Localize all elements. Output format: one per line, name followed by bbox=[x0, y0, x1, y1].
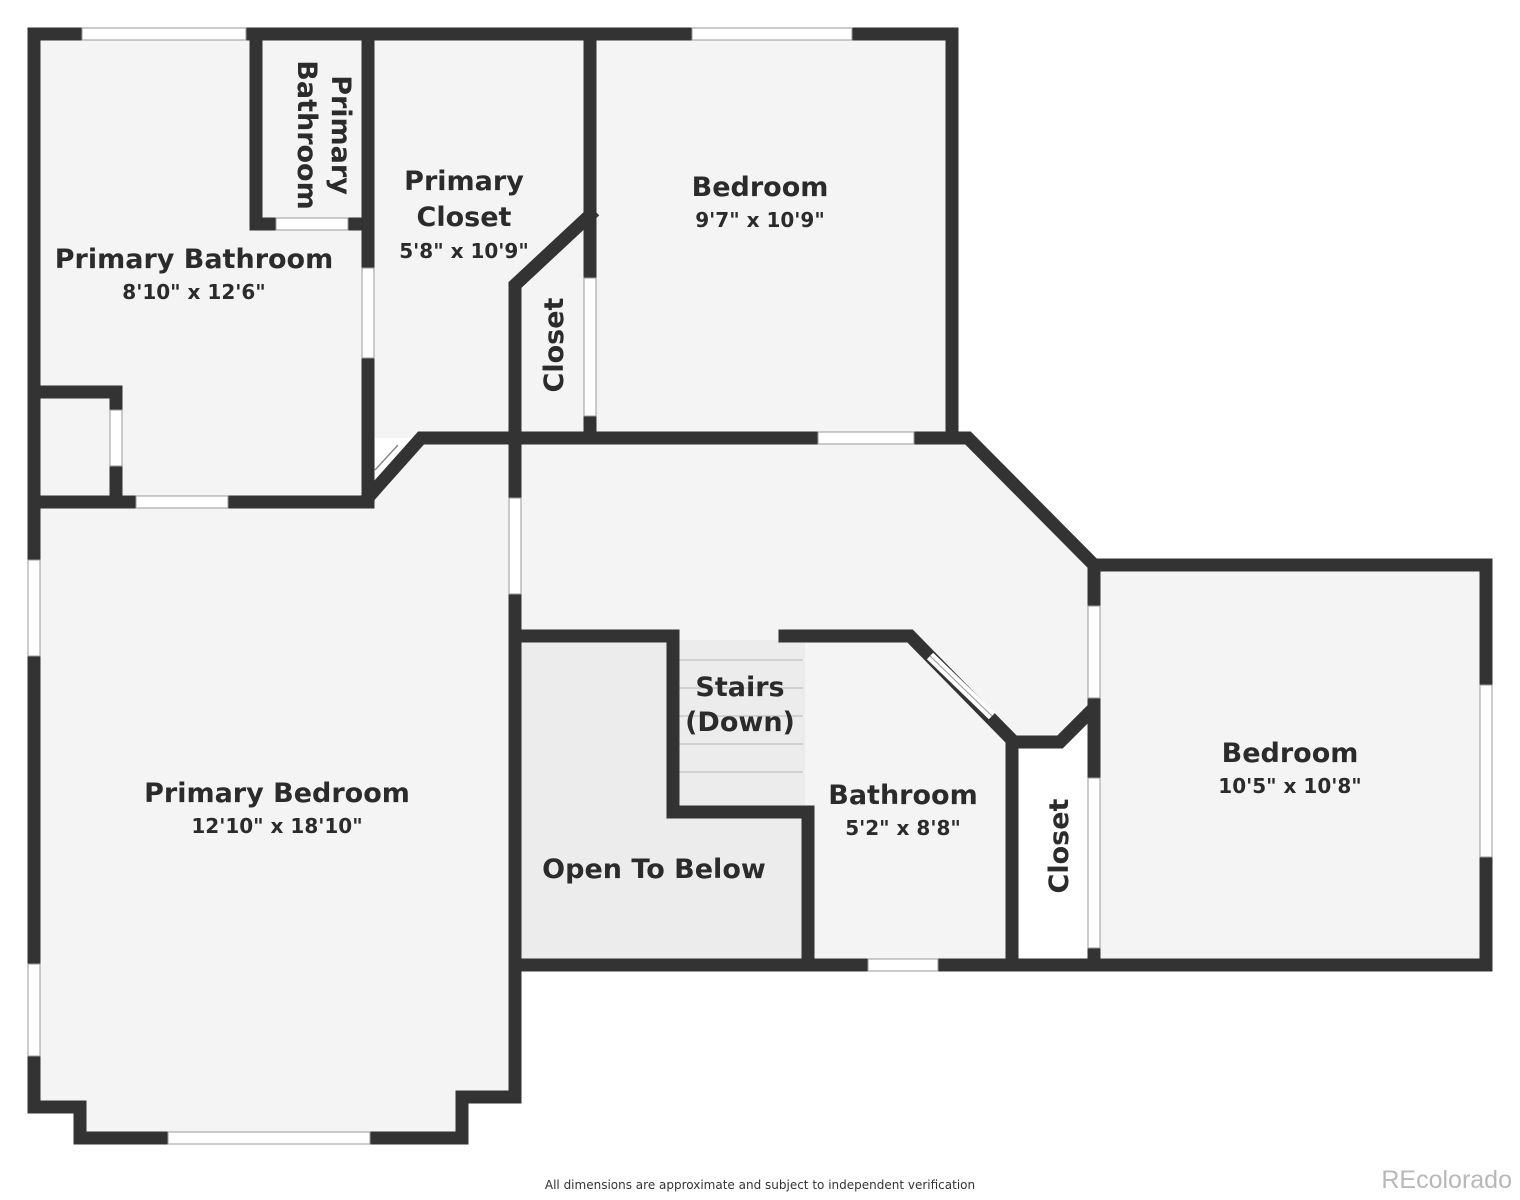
label-closet-lower: Closet bbox=[1044, 798, 1075, 893]
disclaimer-text: All dimensions are approximate and subje… bbox=[544, 1178, 976, 1192]
window bbox=[167, 1131, 371, 1145]
doorway bbox=[1087, 605, 1101, 699]
doorway bbox=[135, 495, 229, 509]
label-primary-bathroom-small-line2: Bathroom bbox=[291, 60, 322, 209]
label-bedroom-upper: Bedroom bbox=[692, 172, 829, 203]
label-primary-bathroom: Primary Bathroom bbox=[55, 244, 334, 275]
openings bbox=[27, 27, 1493, 1145]
window bbox=[691, 27, 853, 41]
dims-primary-bathroom: 8'10" x 12'6" bbox=[122, 280, 265, 304]
window bbox=[81, 27, 247, 41]
label-bathroom: Bathroom bbox=[828, 780, 977, 811]
window bbox=[867, 958, 939, 972]
stair-hatch-line bbox=[374, 444, 399, 471]
room-labels: Primary Bathroom 8'10" x 12'6" Primary B… bbox=[55, 60, 1362, 893]
floor-left-upper bbox=[34, 34, 375, 502]
dims-primary-closet: 5'8" x 10'9" bbox=[399, 239, 529, 263]
label-primary-closet-line2: Closet bbox=[417, 202, 512, 233]
stair-treads bbox=[679, 659, 803, 773]
window bbox=[1479, 684, 1493, 858]
dims-bathroom: 5'2" x 8'8" bbox=[845, 816, 961, 840]
doorway bbox=[817, 431, 915, 445]
wall-outer-top bbox=[27, 27, 959, 445]
dims-bedroom-upper: 9'7" x 10'9" bbox=[695, 208, 825, 232]
label-primary-bedroom: Primary Bedroom bbox=[144, 778, 410, 809]
dims-bedroom-right: 10'5" x 10'8" bbox=[1218, 774, 1361, 798]
doorway bbox=[361, 267, 375, 359]
label-open-to-below: Open To Below bbox=[542, 854, 766, 885]
dims-primary-bedroom: 12'10" x 18'10" bbox=[191, 814, 362, 838]
doorway bbox=[1087, 777, 1101, 949]
doorway bbox=[508, 497, 522, 595]
doorway-diagonal-frame bbox=[929, 655, 993, 717]
doorway bbox=[275, 217, 349, 231]
wall-open-below-top bbox=[508, 629, 815, 972]
window bbox=[27, 559, 41, 657]
label-primary-bathroom-small-line1: Primary bbox=[325, 75, 356, 195]
doorway bbox=[109, 409, 123, 467]
label-bedroom-right: Bedroom bbox=[1222, 738, 1359, 769]
open-to-below-area bbox=[520, 640, 805, 965]
floor-primary-bedroom bbox=[34, 438, 515, 1138]
wall-closet-diag bbox=[508, 205, 600, 445]
label-stairs-line2: (Down) bbox=[685, 707, 795, 738]
label-primary-bathroom-small: Primary Bathroom bbox=[291, 60, 356, 209]
label-stairs-line1: Stairs bbox=[695, 672, 784, 703]
floor-bedroom-upper bbox=[590, 34, 952, 438]
brand-logo: REcolorado bbox=[1381, 1166, 1512, 1194]
floor-bedroom-right bbox=[1094, 565, 1486, 965]
doorway bbox=[583, 277, 597, 417]
label-primary-closet-line1: Primary bbox=[404, 166, 524, 197]
label-closet-upper: Closet bbox=[539, 297, 570, 392]
window bbox=[27, 963, 41, 1057]
floor-primary-closet bbox=[368, 34, 590, 438]
wall-east-hall bbox=[508, 431, 1493, 972]
